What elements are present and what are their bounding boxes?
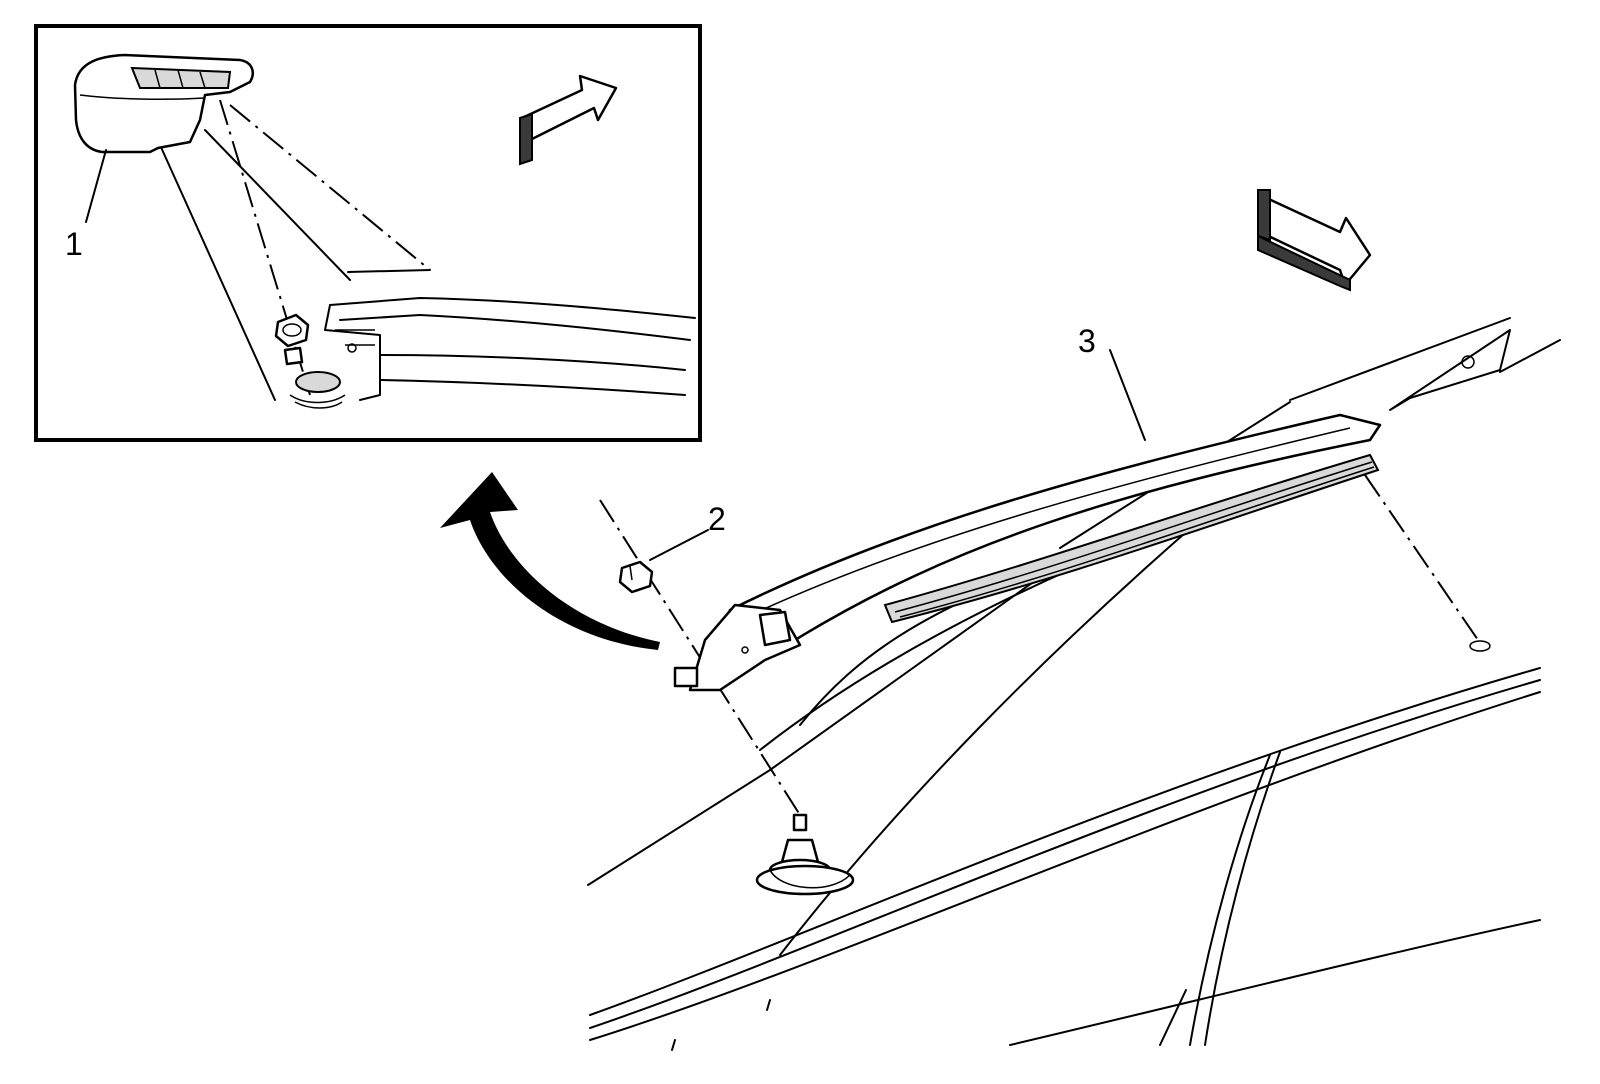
wiper-arm-cap [73,53,254,154]
callout-leaders [85,149,1146,561]
inset-nut-and-shaft [274,313,357,409]
wiper-arm [673,413,1382,692]
wiper-pivot-shaft [755,813,855,896]
removal-direction-arrow [440,472,660,650]
callout-1: 1 [65,226,83,262]
callout-2: 2 [708,501,726,537]
callout-3: 3 [1078,323,1096,359]
vehicle-body [587,317,1561,1051]
inset-detail-view [34,24,702,442]
forward-direction-arrow [1257,189,1372,292]
inset-forward-arrow [519,74,618,166]
wiper-arm-nut [618,560,654,594]
